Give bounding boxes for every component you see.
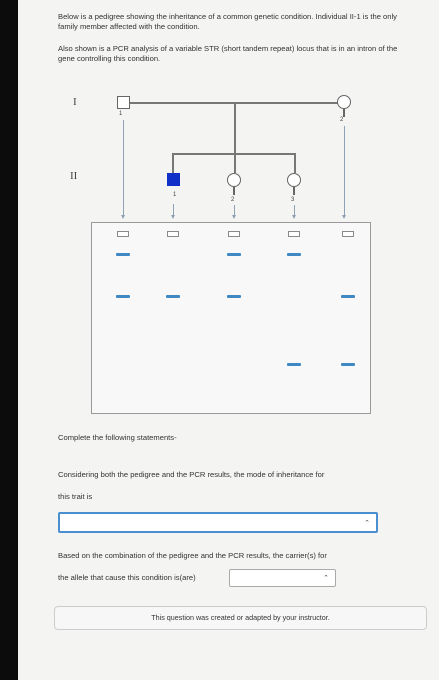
- question-1-text: Considering both the pedigree and the PC…: [58, 470, 325, 479]
- gel-band: [116, 253, 130, 256]
- individual-I-2-female: [337, 95, 351, 109]
- dropdown-caret-icon: ⌃: [323, 575, 329, 582]
- instructor-note: This question was created or adapted by …: [54, 606, 427, 630]
- mode-of-inheritance-dropdown[interactable]: ⌃: [58, 512, 378, 533]
- gel-well: [288, 231, 300, 237]
- question-2-text-end: the allele that cause this condition is(…: [58, 573, 196, 582]
- gel-band: [116, 295, 130, 298]
- question-2-text: Based on the combination of the pedigree…: [58, 551, 327, 560]
- question-page: Below is a pedigree showing the inherita…: [18, 0, 439, 680]
- female-symbol-stem: [293, 187, 295, 195]
- descent-line: [234, 102, 236, 154]
- gel-band: [227, 295, 241, 298]
- child-line-3: [294, 153, 296, 173]
- gel-band: [227, 253, 241, 256]
- gel-band: [341, 363, 355, 366]
- individual-number-II-2: 2: [231, 197, 235, 203]
- female-symbol-stem: [233, 187, 235, 195]
- gel-band: [287, 363, 301, 366]
- lane-arrow-II-3: [292, 205, 296, 219]
- generation-label-2: II: [70, 170, 78, 182]
- individual-number-II-3: 3: [291, 197, 295, 203]
- individual-II-3-female: [287, 173, 301, 187]
- gel-well: [342, 231, 354, 237]
- female-symbol-stem: [343, 109, 345, 117]
- intro-paragraph-2: Also shown is a PCR analysis of a variab…: [58, 44, 398, 63]
- individual-number-I-2: 2: [340, 117, 344, 123]
- lane-arrow-II-1: [171, 204, 175, 219]
- intro-paragraph-1: Below is a pedigree showing the inherita…: [58, 12, 397, 31]
- individual-I-1-male: [117, 96, 130, 109]
- gel-well: [117, 231, 129, 237]
- gel-band: [341, 295, 355, 298]
- carrier-dropdown[interactable]: ⌃: [229, 569, 336, 587]
- lane-arrow-I-2: [342, 126, 346, 219]
- child-line-1: [172, 153, 174, 173]
- gel-well: [167, 231, 179, 237]
- gel-well: [228, 231, 240, 237]
- individual-number-II-1: 1: [173, 192, 177, 198]
- child-line-2: [234, 153, 236, 173]
- dropdown-caret-icon: ⌃: [364, 519, 370, 527]
- question-1-text-end: this trait is: [58, 492, 93, 501]
- lane-arrow-I-1: [121, 120, 125, 219]
- gel-band: [287, 253, 301, 256]
- mating-line: [129, 102, 338, 104]
- lane-arrow-II-2: [232, 205, 236, 219]
- individual-II-2-female: [227, 173, 241, 187]
- sibship-line: [172, 153, 295, 155]
- individual-II-1-affected-male: [167, 173, 180, 186]
- pcr-gel: [91, 222, 371, 414]
- generation-label-1: I: [73, 96, 77, 108]
- gel-band: [166, 295, 180, 298]
- individual-number-I-1: 1: [119, 111, 123, 117]
- instructions-heading: Complete the following statements-: [58, 433, 177, 442]
